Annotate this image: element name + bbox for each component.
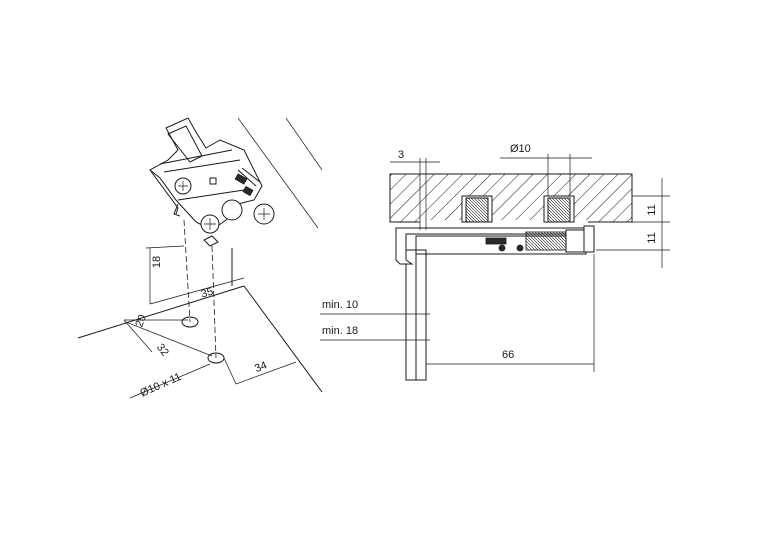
dim-20-label: 20 [133, 313, 148, 329]
dim-min18: min. 18 [320, 325, 430, 341]
screw-cap [565, 229, 585, 253]
dim-32: 32 [125, 321, 213, 359]
dim-hole: Ø10 x 11 [129, 363, 211, 400]
dim-35-label: 35 [200, 286, 215, 301]
rivet [498, 244, 506, 252]
dim-34-label: 34 [253, 359, 269, 375]
dim-dia10: Ø10 [500, 143, 592, 196]
rivet [516, 244, 524, 252]
dim-min18-label: min. 18 [322, 325, 358, 337]
dim-min10-label: min. 10 [322, 299, 358, 311]
spring-screw [525, 231, 567, 251]
dim-18: 18 [145, 245, 185, 304]
dim-3-label: 3 [398, 149, 404, 161]
top-board-section [389, 173, 633, 223]
dim-35: 35 [149, 277, 245, 305]
center-line [183, 219, 191, 323]
cam-wheel [221, 199, 243, 221]
dim-dia10-label: Ø10 [510, 143, 531, 155]
dim-34: 34 [223, 357, 297, 385]
section-view: 3 Ø10 11 11 min. 10 min. 18 [320, 143, 670, 381]
dim-18-label: 18 [151, 256, 163, 268]
end-plate [583, 225, 595, 253]
dim-66-label: 66 [502, 349, 514, 361]
dim-66: 66 [425, 254, 595, 372]
board-edge [77, 285, 245, 339]
dim-min10: min. 10 [320, 299, 430, 315]
dim-3: 3 [390, 149, 440, 230]
threaded-dowel [547, 197, 571, 223]
panel-edge-line [285, 117, 323, 171]
cam-piece [485, 237, 507, 245]
drill-hole [181, 316, 199, 328]
dim-11-bottom-label: 11 [646, 232, 658, 243]
board-edge [243, 285, 323, 393]
threaded-dowel [465, 197, 489, 223]
dim-hole-label: Ø10 x 11 [138, 371, 183, 400]
center-line [211, 245, 217, 359]
isometric-view: 18 35 20 32 34 Ø10 x 11 [77, 117, 323, 400]
dim-11: 11 11 [596, 178, 670, 268]
dim-20: 20 [123, 313, 188, 353]
dim-11-top-label: 11 [646, 204, 658, 215]
dim-32-label: 32 [154, 342, 171, 359]
connector-fitting [149, 117, 275, 247]
panel-edge-line [237, 117, 319, 229]
